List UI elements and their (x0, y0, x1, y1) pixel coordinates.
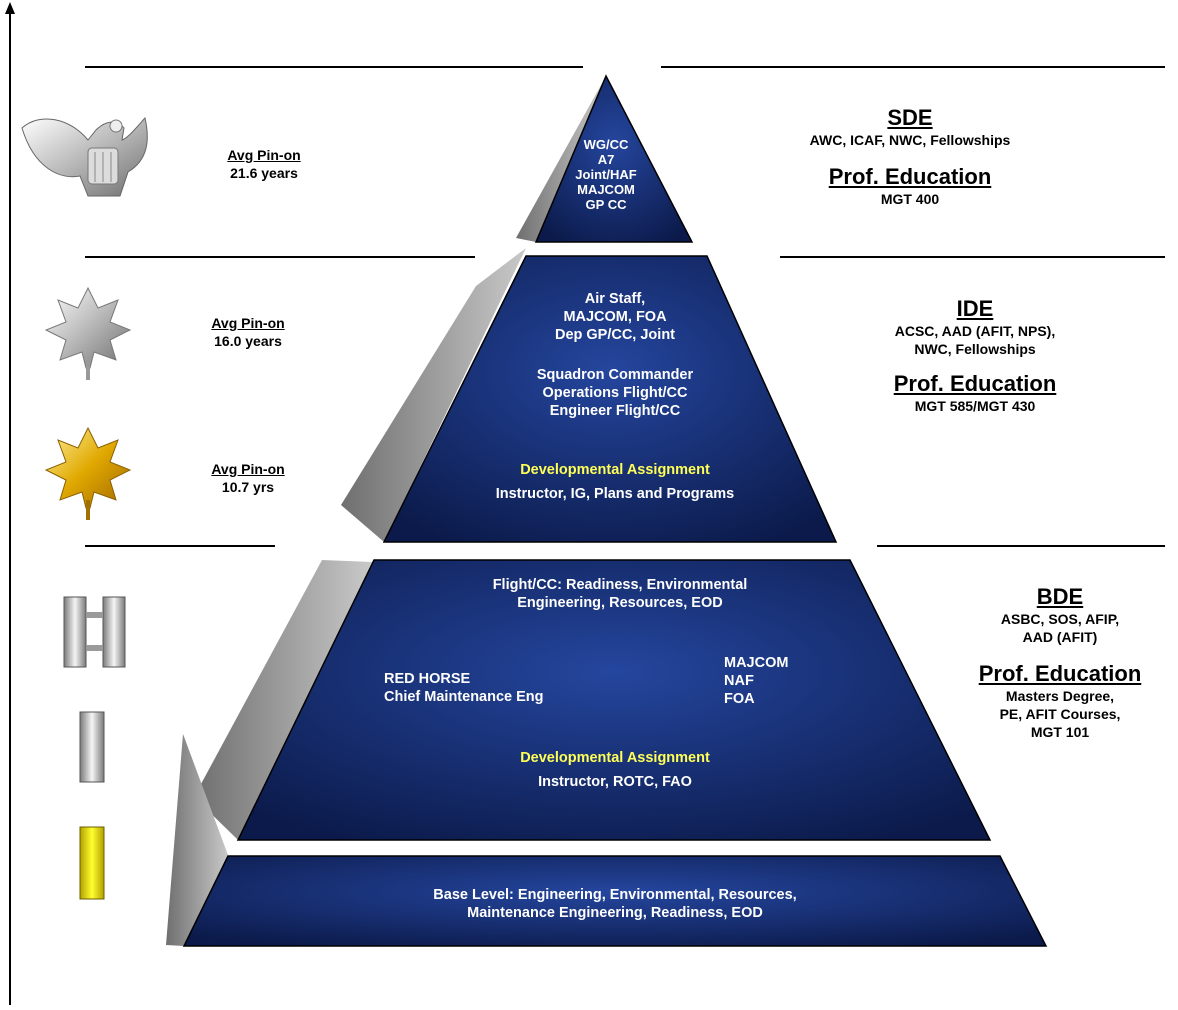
pin-on-major: Avg Pin-on 10.7 yrs (183, 460, 313, 496)
tier-upper-line: Squadron Commander (536, 367, 694, 383)
tier-middle-line: Flight/CC: Readiness, Environmental (492, 577, 748, 593)
education-sde: SDE AWC, ICAF, NWC, Fellowships Prof. Ed… (730, 104, 1090, 208)
tier-middle-group1: Flight/CC: Readiness, Environmental Engi… (430, 576, 810, 612)
tier-middle-line: Engineering, Resources, EOD (517, 595, 723, 611)
tier-top-line: MAJCOM (577, 182, 635, 197)
rule-mid-right (780, 256, 1165, 258)
side-face-top (516, 76, 606, 242)
tier-upper-line: MAJCOM, FOA (563, 309, 667, 325)
tier-upper-line: Dep GP/CC, Joint (554, 327, 676, 343)
bde-prof: PE, AFIT Courses, (999, 706, 1121, 722)
bde-prof: Masters Degree, (1005, 688, 1115, 704)
tier-middle-line: RED HORSE (384, 671, 471, 687)
tier-top-line: A7 (597, 152, 615, 167)
first-lt-bar-icon (79, 711, 105, 783)
ide-prof-title: Prof. Education (893, 371, 1057, 396)
lt-colonel-silver-leaf-icon (44, 286, 132, 380)
pin-on-value: 10.7 yrs (221, 479, 275, 495)
sde-title: SDE (887, 105, 933, 130)
sde-courses: AWC, ICAF, NWC, Fellowships (809, 132, 1011, 148)
tier-base-text: Base Level: Engineering, Environmental, … (330, 886, 900, 922)
bde-courses: ASBC, SOS, AFIP, (1000, 611, 1120, 627)
tier-middle-right: MAJCOM NAF FOA (724, 654, 844, 708)
tier-upper-line: Engineer Flight/CC (549, 403, 681, 419)
side-face-middle (194, 560, 372, 840)
tier-upper-line: Air Staff, (584, 291, 646, 307)
tier-base (182, 855, 1048, 947)
rule-mid-left (85, 256, 475, 258)
rule-low-right (877, 545, 1165, 547)
education-ide: IDE ACSC, AAD (AFIT, NPS), NWC, Fellowsh… (825, 295, 1125, 415)
bde-prof: MGT 101 (1030, 724, 1090, 740)
bde-courses: AAD (AFIT) (1022, 629, 1098, 645)
pin-on-label: Avg Pin-on (211, 461, 285, 477)
ide-prof: MGT 585/MGT 430 (914, 398, 1036, 414)
tier-upper-line: Operations Flight/CC (542, 385, 688, 401)
side-face-base (166, 734, 228, 946)
tier-middle-line: FOA (724, 691, 755, 707)
tier-upper-dev-title: Developmental Assignment (520, 462, 710, 478)
tier-top-line: WG/CC (583, 137, 629, 152)
pin-on-value: 21.6 years (230, 165, 298, 181)
tier-upper (382, 255, 838, 543)
tier-middle-left: RED HORSE Chief Maintenance Eng (384, 670, 624, 706)
tier-top-line: Joint/HAF (575, 167, 637, 182)
captain-bars-icon (63, 596, 126, 668)
ide-courses: ACSC, AAD (AFIT, NPS), (894, 323, 1056, 339)
pin-on-label: Avg Pin-on (227, 147, 301, 163)
tier-middle-dev-text: Instructor, ROTC, FAO (538, 774, 692, 790)
pin-on-value: 16.0 years (214, 333, 282, 349)
ide-courses: NWC, Fellowships (914, 341, 1036, 357)
rule-top-right (661, 66, 1165, 68)
ide-title: IDE (956, 296, 994, 321)
side-face-upper (341, 248, 526, 542)
tier-upper-dev-text: Instructor, IG, Plans and Programs (495, 486, 735, 502)
rule-top-left (85, 66, 583, 68)
tier-middle-line: MAJCOM (724, 655, 789, 671)
pin-on-colonel: Avg Pin-on 21.6 years (199, 146, 329, 182)
tier-top (534, 74, 694, 243)
education-bde: BDE ASBC, SOS, AFIP, AAD (AFIT) Prof. Ed… (955, 583, 1165, 741)
tier-base-line: Base Level: Engineering, Environmental, … (433, 887, 797, 903)
tier-middle-dev-title: Developmental Assignment (520, 750, 710, 766)
tier-top-text: WG/CC A7 Joint/HAF MAJCOM GP CC (556, 137, 656, 212)
pin-on-label: Avg Pin-on (211, 315, 285, 331)
tier-base-line: Maintenance Engineering, Readiness, EOD (467, 905, 763, 921)
tier-upper-group1: Air Staff, MAJCOM, FOA Dep GP/CC, Joint (500, 290, 730, 344)
major-gold-leaf-icon (44, 426, 132, 520)
sde-prof: MGT 400 (880, 191, 940, 207)
bde-title: BDE (1036, 584, 1084, 609)
bde-prof-title: Prof. Education (978, 661, 1142, 686)
tier-middle (236, 559, 992, 841)
tier-middle-line: NAF (724, 673, 754, 689)
colonel-eagle-icon (21, 116, 148, 197)
vertical-axis (5, 2, 15, 1005)
sde-prof-title: Prof. Education (828, 164, 992, 189)
rule-low-left (85, 545, 275, 547)
pin-on-lt-colonel: Avg Pin-on 16.0 years (183, 314, 313, 350)
second-lt-bar-icon (79, 826, 105, 900)
tier-middle-line: Chief Maintenance Eng (384, 689, 544, 705)
tier-upper-group2: Squadron Commander Operations Flight/CC … (480, 366, 750, 420)
tier-top-line: GP CC (585, 197, 627, 212)
